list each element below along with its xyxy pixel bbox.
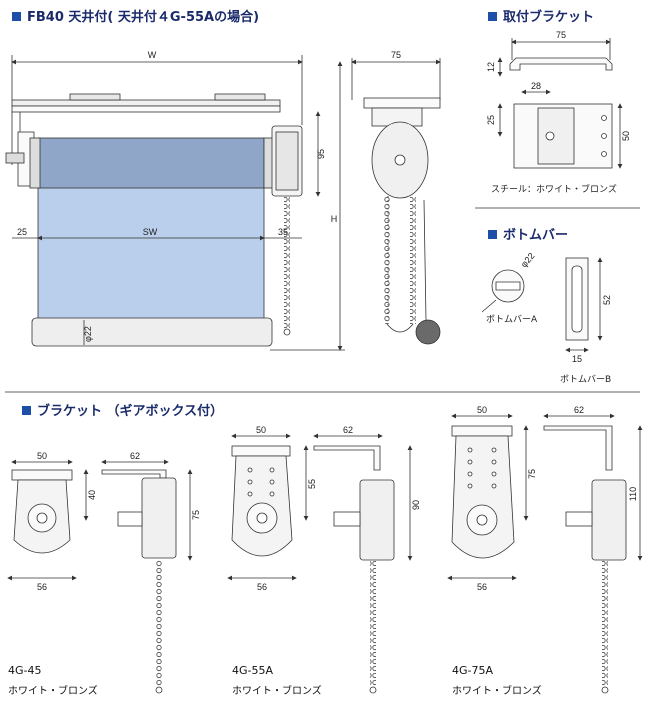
- dim-w: W: [148, 50, 157, 60]
- bracket-45-side: [101, 459, 193, 694]
- dim-95: 95: [316, 149, 326, 159]
- bottom-bar-a-label: ボトムバーA: [486, 315, 538, 325]
- dim-side-75: 75: [391, 50, 401, 60]
- dim-sw: SW: [143, 227, 158, 237]
- square-bullet-icon: [12, 12, 21, 21]
- dim-bb-phi22: φ22: [519, 251, 537, 270]
- bottom-bar-drawing: [481, 257, 603, 353]
- dim-25: 25: [17, 227, 27, 237]
- dim-35: 35: [278, 227, 288, 237]
- dim-75a-side-top: 62: [574, 405, 584, 415]
- main-header: FB40 天井付( 天井付４G-55Aの場合): [12, 6, 259, 25]
- square-bullet-icon: [22, 406, 31, 415]
- square-bullet-icon: [488, 12, 497, 21]
- dim-45-h: 40: [87, 490, 97, 500]
- dim-45-bottom: 56: [37, 582, 47, 592]
- mount-bracket-drawing: [497, 38, 623, 169]
- bracket-55a-side: [313, 433, 413, 694]
- bracket-75a-side: [543, 413, 643, 694]
- dim-55a-side-top: 62: [343, 425, 353, 435]
- dim-phi22: φ22: [83, 326, 93, 342]
- dim-75a-h: 75: [527, 469, 537, 479]
- model-4g-75a: 4G-75A: [452, 664, 494, 677]
- bracket-55a-front: [227, 433, 309, 581]
- dim-55a-bottom: 56: [257, 582, 267, 592]
- bottom-bar-header: ボトムバー: [488, 224, 568, 243]
- square-bullet-icon: [488, 230, 497, 239]
- bottom-bar-b-label: ボトムバーB: [560, 375, 612, 385]
- dim-55a-side-h: 90: [411, 500, 421, 510]
- dim-mb-28: 28: [531, 81, 541, 91]
- dim-45-top: 50: [37, 451, 47, 461]
- dim-bb-52: 52: [602, 295, 612, 305]
- dim-mb-75: 75: [556, 30, 566, 40]
- dim-75a-side-h: 110: [628, 487, 638, 501]
- mount-bracket-material: スチール：ホワイト・ブロンズ: [491, 185, 617, 195]
- main-front-view: [5, 55, 345, 351]
- dim-75a-top: 50: [477, 405, 487, 415]
- dim-75a-bottom: 56: [477, 582, 487, 592]
- model-4g-75a-color: ホワイト・ブロンズ: [452, 686, 542, 697]
- model-4g-55a-color: ホワイト・ブロンズ: [232, 686, 322, 697]
- mount-bracket-header: 取付ブラケット: [488, 6, 594, 25]
- dim-mb-50: 50: [621, 131, 631, 141]
- dim-55a-h: 55: [307, 479, 317, 489]
- bracket-gearbox-header: ブラケット （ギアボックス付）: [22, 400, 223, 419]
- dim-45-side-h: 75: [191, 510, 201, 520]
- dim-h: H: [331, 214, 338, 224]
- dim-mb-25: 25: [486, 115, 496, 125]
- bracket-75a-front: [447, 413, 529, 581]
- dim-mb-12: 12: [486, 62, 496, 72]
- dim-45-side-top: 62: [130, 451, 140, 461]
- model-4g-45: 4G-45: [8, 664, 42, 677]
- dim-bb-15: 15: [572, 354, 582, 364]
- bracket-45-front: [7, 459, 89, 581]
- main-side-view: [351, 58, 441, 345]
- model-4g-45-color: ホワイト・ブロンズ: [8, 686, 98, 697]
- model-4g-55a: 4G-55A: [232, 664, 274, 677]
- dim-55a-top: 50: [256, 425, 266, 435]
